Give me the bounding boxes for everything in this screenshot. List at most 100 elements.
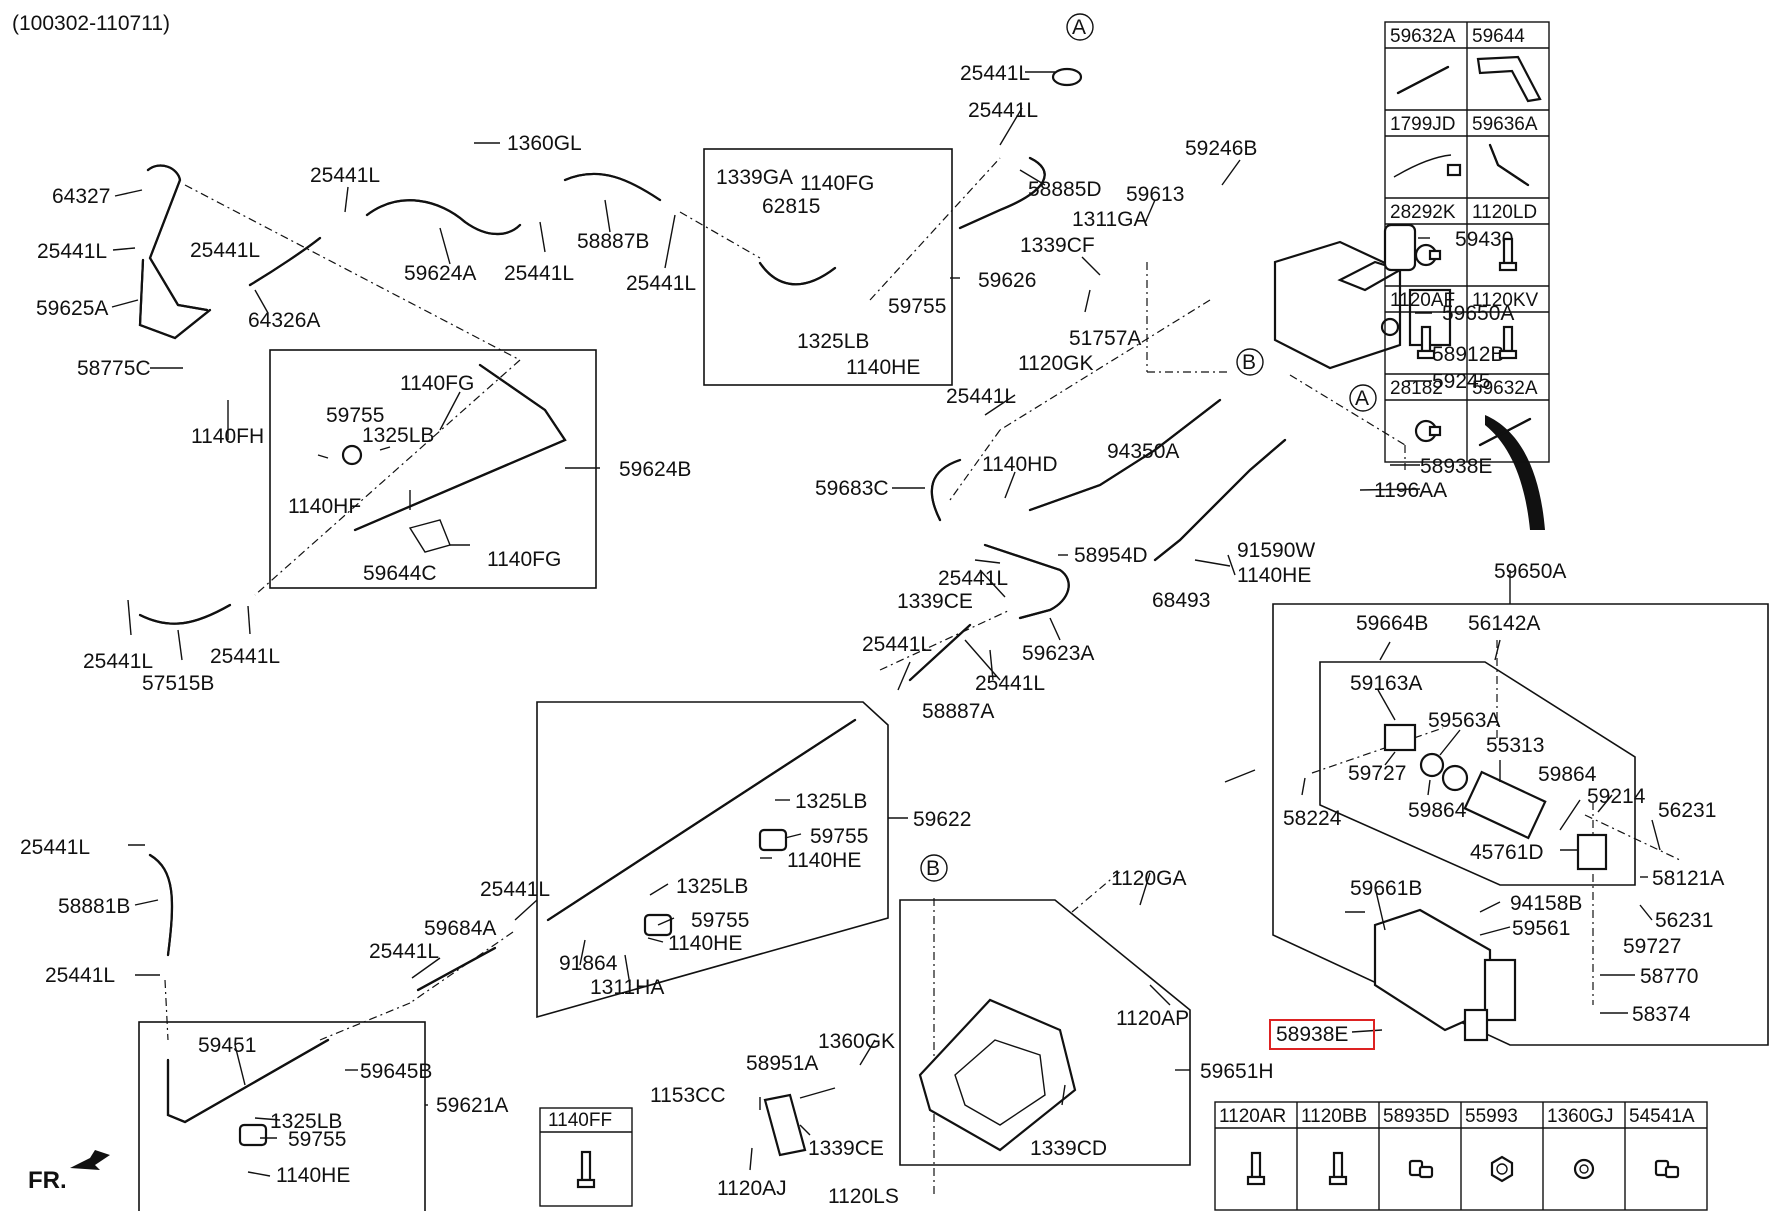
part-label: 59621A: [436, 1094, 508, 1117]
callout-a-mid: A: [1349, 384, 1377, 412]
part-label: 56142A: [1468, 612, 1540, 635]
harness-icon: [1393, 154, 1462, 178]
part-label: 1339CD: [1030, 1137, 1107, 1160]
part-label: 1140FG: [487, 548, 561, 571]
part-label: 58374: [1632, 1003, 1691, 1026]
svg-text:A: A: [1355, 387, 1369, 410]
part-label: 58224: [1283, 807, 1342, 830]
part-label: 94350A: [1107, 440, 1179, 463]
callout-b-bottom: B: [920, 854, 948, 882]
bolt-icon: [1246, 1151, 1266, 1186]
part-label: 59661B: [1350, 877, 1422, 900]
block-45761d: [1576, 833, 1608, 871]
part-label: 58912B: [1432, 343, 1504, 366]
part-label: 1325LB: [797, 330, 869, 353]
group-box-59626: [703, 148, 953, 386]
svg-text:B: B: [926, 857, 940, 880]
table-header: 54541A: [1629, 1106, 1695, 1127]
table-header: 1120AF: [1390, 290, 1455, 311]
table-header: 1140FF: [548, 1110, 612, 1131]
part-label: 59561: [1512, 917, 1570, 940]
part-label: 1140HD: [982, 453, 1058, 476]
part-label: 59864: [1538, 763, 1597, 786]
heater-unit-top: [1273, 223, 1452, 370]
clamp-icon: [1414, 419, 1442, 443]
part-label: 1339GA: [716, 166, 793, 189]
pipe-59626: [758, 261, 837, 286]
part-label: 56231: [1655, 909, 1713, 932]
part-label: 59864: [1408, 799, 1467, 822]
bolt-icon: [1416, 325, 1436, 360]
part-label: 45761D: [1470, 841, 1544, 864]
table-header: 59644: [1472, 26, 1525, 47]
table-header: 59636A: [1472, 114, 1538, 135]
part-label: 25441L: [20, 836, 90, 859]
part-label: 1140HE: [846, 356, 920, 379]
part-label: 1140FG: [400, 372, 474, 395]
clamp-59755-b: [758, 828, 788, 852]
table-header: 55993: [1465, 1106, 1518, 1127]
callout-b-mid: B: [1236, 348, 1264, 376]
part-label: 59563A: [1428, 709, 1500, 732]
part-label: 59755: [691, 909, 749, 932]
part-label: 57515B: [142, 672, 214, 695]
part-label: 25441L: [504, 262, 574, 285]
part-label: 1120AP: [1116, 1007, 1189, 1030]
part-label: 1140HE: [276, 1164, 350, 1187]
clamp-59755: [341, 444, 363, 466]
part-label: 25441L: [310, 164, 380, 187]
part-label: 58775C: [77, 357, 151, 380]
part-label: 59430: [1455, 228, 1513, 251]
part-label: 59683C: [815, 477, 889, 500]
part-label: 25441L: [960, 62, 1030, 85]
part-label: 59623A: [1022, 642, 1094, 665]
part-label: 59214: [1587, 785, 1646, 808]
connection-lines: [164, 157, 1681, 1195]
clamp-25441l-top: [1051, 67, 1083, 87]
part-label: 1153CC: [650, 1084, 726, 1107]
part-label: 59644C: [363, 562, 437, 585]
part-label: 1360GL: [507, 132, 582, 155]
part-label: 59727: [1348, 762, 1406, 785]
part-label: 58881B: [58, 895, 130, 918]
part-label: 1325LB: [795, 790, 867, 813]
part-label: 59624A: [404, 262, 476, 285]
part-label: 59650A: [1442, 302, 1514, 325]
table-header: 58935D: [1383, 1106, 1450, 1127]
part-label: 58951A: [746, 1052, 818, 1075]
part-label: 56231: [1658, 799, 1716, 822]
part-label: 58954D: [1074, 544, 1148, 567]
part-label: 55313: [1486, 734, 1544, 757]
part-label: 58887A: [922, 700, 994, 723]
part-label: 64326A: [248, 309, 320, 332]
hose-58887b: [563, 172, 662, 202]
heater-core-59661b: [1373, 908, 1517, 1042]
part-label: 58887B: [577, 230, 649, 253]
group-box-59621a: [138, 1021, 426, 1211]
part-label: 1140FG: [800, 172, 874, 195]
part-label: 1120GA: [1111, 867, 1187, 890]
diagram-code: (100302-110711): [12, 12, 170, 35]
ring-59864-a: [1419, 752, 1445, 778]
hose-59624a: [365, 199, 522, 236]
bolt-icon: [1498, 325, 1518, 360]
elbow-hose-icon: [1488, 143, 1530, 187]
bracket-58951a: [763, 1093, 807, 1157]
part-label: 25441L: [369, 940, 439, 963]
table-header: 59632A: [1472, 378, 1538, 399]
group-box-59651h: [899, 899, 1191, 1166]
hose-icon: [1478, 417, 1532, 447]
part-label: 59622: [913, 808, 971, 831]
part-label: 59755: [288, 1128, 346, 1151]
elbow-fitting-icon: [1654, 1159, 1680, 1179]
part-label: 1140FH: [191, 425, 264, 448]
table-header: 1120LD: [1472, 202, 1537, 223]
part-label: 25441L: [975, 672, 1045, 695]
part-label: 58770: [1640, 965, 1698, 988]
elbow-fitting-icon: [1408, 1159, 1434, 1179]
part-label: 91590W: [1237, 539, 1315, 562]
ring-59864-b: [1441, 764, 1469, 792]
part-label: 59624B: [619, 458, 691, 481]
